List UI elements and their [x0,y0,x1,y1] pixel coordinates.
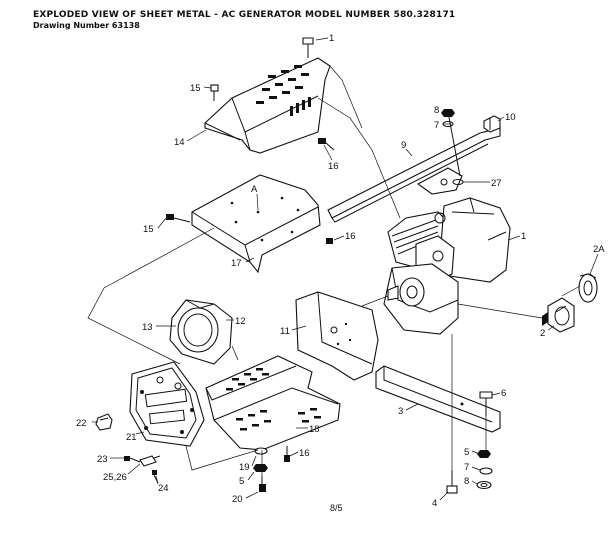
frame-rail-part [327,111,501,223]
engine-part [383,197,511,335]
front-panel-part [129,361,205,447]
callout-8-bottom: 8 [464,476,469,487]
page-reference: 8/5 [330,503,343,513]
middle-cover-part [191,174,321,274]
drawing-number: Drawing Number 63138 [33,21,140,30]
callout-20: 20 [232,494,243,505]
callout-16-mid: 16 [345,231,356,242]
callout-labels: 1 15 14 16 8 7 10 9 27 1 2A 2 15 16 17 1… [76,33,605,509]
rear-rail-part [375,365,501,433]
detail-a-label: A [251,184,258,195]
screw-20 [259,476,266,492]
washer-19 [254,447,268,455]
callout-9: 9 [401,140,406,151]
screw-16-bottom [284,446,290,462]
screw-16-mid [326,238,333,244]
callout-15-top: 15 [190,83,201,94]
control-panel-bracket-11 [295,291,379,381]
callout-25-26: 25,26 [103,472,127,483]
callout-22: 22 [76,418,87,429]
terminal-25-26 [139,455,161,467]
detail-a-marker: A [251,184,259,211]
assembly-lines [87,65,581,476]
callout-10: 10 [505,112,516,123]
callout-15-mid: 15 [143,224,154,235]
callout-7-bottom: 7 [464,462,469,473]
washer-8-bottom [476,480,492,490]
callout-2a: 2A [593,244,605,255]
screw-15-mid [166,214,191,223]
end-cap-2a [578,273,598,303]
top-cover-part [204,57,331,154]
bolt-4 [446,470,458,494]
callout-16-top: 16 [328,161,339,172]
screw-23 [124,456,141,463]
callout-23: 23 [97,454,108,465]
screw-1-top [302,37,314,58]
callout-17: 17 [231,258,242,269]
callout-8-top: 8 [434,105,439,116]
callout-5-right: 5 [464,447,469,458]
nut-5-right [477,450,491,458]
callout-3: 3 [398,406,403,417]
blower-shroud-part [169,299,233,365]
diagram-header: EXPLODED VIEW OF SHEET METAL - AC GENERA… [33,10,455,30]
callout-1-engine: 1 [521,231,526,242]
callout-12: 12 [235,316,246,327]
nut-5-left [253,464,268,472]
plug-22 [95,413,113,431]
callout-11: 11 [280,326,290,337]
callout-2: 2 [540,328,545,339]
bolt-6 [479,391,493,416]
base-pan-part [205,355,341,451]
callout-24: 24 [158,483,169,494]
callout-7-top: 7 [434,120,439,131]
callout-16-bottom: 16 [299,448,310,459]
callout-27: 27 [491,178,502,189]
callout-13: 13 [142,322,153,333]
callout-1-top: 1 [329,33,334,44]
callout-19: 19 [239,462,250,473]
diagram-title: EXPLODED VIEW OF SHEET METAL - AC GENERA… [33,10,456,20]
screw-15-top [210,84,219,101]
top-cover-vents [256,65,311,116]
leader-lines [92,37,599,501]
callout-5-left: 5 [239,476,244,487]
base-pan-vents [226,368,321,431]
clamp-10 [483,115,501,133]
callout-6: 6 [501,388,506,399]
callout-4: 4 [432,498,437,509]
callout-14: 14 [174,137,185,148]
generator-end-cap-2 [542,297,575,333]
callout-18: 18 [309,424,320,435]
nut-8-top [441,109,455,117]
screw-16-top [318,138,335,151]
washer-7-bottom [479,467,493,475]
callout-21: 21 [126,432,137,443]
